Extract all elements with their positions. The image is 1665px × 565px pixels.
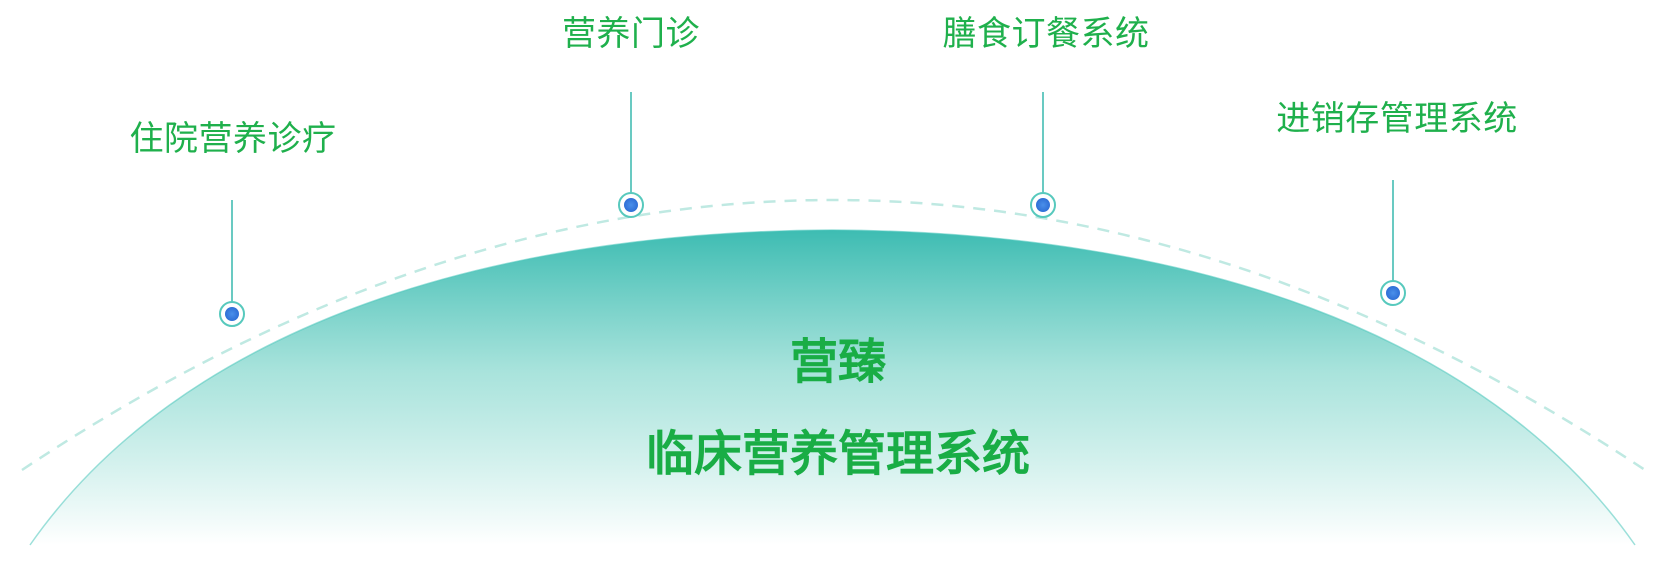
node-dot-meal bbox=[1036, 198, 1050, 212]
node-label-meal: 膳食订餐系统 bbox=[942, 14, 1150, 54]
system-main-title: 临床营养管理系统 bbox=[645, 426, 1031, 482]
node-label-outpatient: 营养门诊 bbox=[562, 14, 700, 54]
system-brand-title: 营臻 bbox=[789, 334, 887, 390]
outer-dashed-arc bbox=[21, 198, 1646, 472]
dome-rim bbox=[29, 229, 1636, 546]
central-dome bbox=[30, 230, 1635, 545]
node-label-inpatient: 住院营养诊疗 bbox=[129, 119, 337, 159]
node-dot-outpatient bbox=[624, 198, 638, 212]
node-dot-inpatient bbox=[225, 307, 239, 321]
node-dot-inventory bbox=[1386, 286, 1400, 300]
node-label-inventory: 进销存管理系统 bbox=[1276, 99, 1518, 139]
connector-layer bbox=[219, 92, 1406, 327]
